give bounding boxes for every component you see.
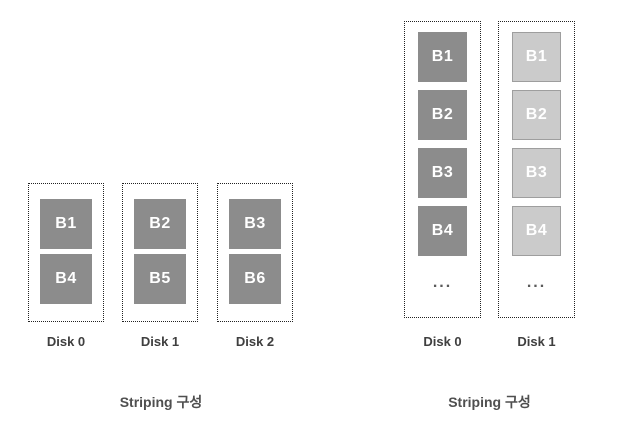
disk-label: Disk 1 <box>517 334 556 349</box>
disk-label: Disk 0 <box>46 334 86 349</box>
data-block: B1 <box>418 32 467 82</box>
left-disk-2-box: B3 B6 <box>217 183 293 322</box>
data-block: B1 <box>512 32 561 82</box>
data-block: B2 <box>418 90 467 140</box>
left-disk-1-box: B2 B5 <box>122 183 198 322</box>
data-block: B5 <box>134 254 186 304</box>
data-block: B4 <box>40 254 92 304</box>
disk-label: Disk 1 <box>140 334 180 349</box>
data-block: B4 <box>512 206 561 256</box>
disk-label: Disk 0 <box>423 334 462 349</box>
data-block: B2 <box>134 199 186 249</box>
left-disk-0-box: B1 B4 <box>28 183 104 322</box>
right-group-caption: Striping 구성 <box>448 394 531 410</box>
data-block: B6 <box>229 254 281 304</box>
right-disk-1-box: B1 B2 B3 B4 ... <box>498 21 575 318</box>
data-block: B2 <box>512 90 561 140</box>
left-group-caption: Striping 구성 <box>119 394 203 410</box>
data-block: B3 <box>418 148 467 198</box>
right-disk-0-box: B1 B2 B3 B4 ... <box>404 21 481 318</box>
ellipsis-label: ... <box>526 274 547 291</box>
data-block: B3 <box>512 148 561 198</box>
data-block: B1 <box>40 199 92 249</box>
data-block: B3 <box>229 199 281 249</box>
ellipsis-label: ... <box>432 274 453 291</box>
disk-label: Disk 2 <box>235 334 275 349</box>
data-block: B4 <box>418 206 467 256</box>
